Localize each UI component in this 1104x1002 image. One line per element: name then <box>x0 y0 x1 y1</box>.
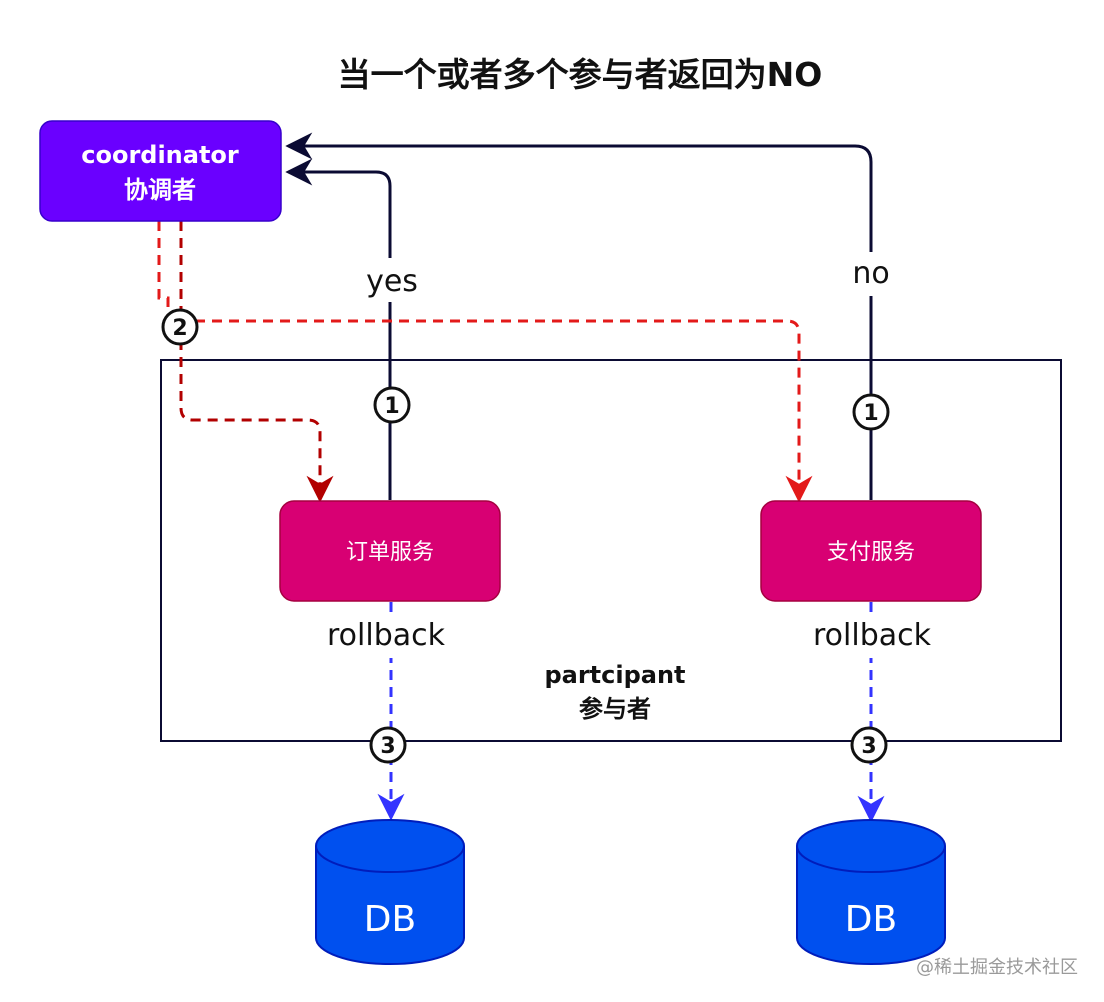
rollback-command-arrow-payment <box>157 221 813 503</box>
coordinator-node: coordinator 协调者 <box>39 120 282 222</box>
rollback-command-arrow-order <box>179 221 334 503</box>
yes-label: yes <box>366 264 418 299</box>
diagram-title: 当一个或者多个参与者返回为NO <box>338 55 823 94</box>
order-db-cylinder: DB <box>315 819 465 965</box>
order-service-box <box>279 500 501 602</box>
coordinator-box <box>39 120 282 222</box>
rollback-label-payment: rollback <box>813 618 932 653</box>
watermark: @稀土掘金技术社区 <box>916 957 1078 978</box>
no-label: no <box>852 256 889 291</box>
svg-text:3: 3 <box>380 734 395 759</box>
svg-text:1: 1 <box>863 401 878 426</box>
coordinator-label: coordinator <box>81 141 239 169</box>
order-db-label: DB <box>364 899 416 940</box>
no-response-arrow <box>285 132 873 500</box>
step-marker-1-no: 1 <box>852 393 890 431</box>
order-service-node: 订单服务 <box>279 500 501 602</box>
svg-text:2: 2 <box>172 316 187 341</box>
payment-db-cylinder: DB <box>796 819 946 965</box>
participant-group-label-cn: 参与者 <box>579 695 651 723</box>
participant-group-label: partcipant <box>544 661 685 689</box>
step-marker-3-order: 3 <box>369 726 407 764</box>
rollback-label-order: rollback <box>327 618 446 653</box>
order-service-label: 订单服务 <box>346 540 434 565</box>
step-marker-1-yes: 1 <box>373 386 411 424</box>
yes-response-arrow <box>285 158 392 500</box>
svg-text:3: 3 <box>861 734 876 759</box>
coordinator-label-cn: 协调者 <box>124 176 196 204</box>
payment-service-label: 支付服务 <box>827 540 915 565</box>
payment-service-node: 支付服务 <box>760 500 982 602</box>
step-marker-2: 2 <box>161 308 199 346</box>
svg-text:1: 1 <box>384 394 399 419</box>
payment-service-box <box>760 500 982 602</box>
participant-group-box <box>160 359 1062 742</box>
step-marker-3-payment: 3 <box>850 726 888 764</box>
payment-db-label: DB <box>845 899 897 940</box>
